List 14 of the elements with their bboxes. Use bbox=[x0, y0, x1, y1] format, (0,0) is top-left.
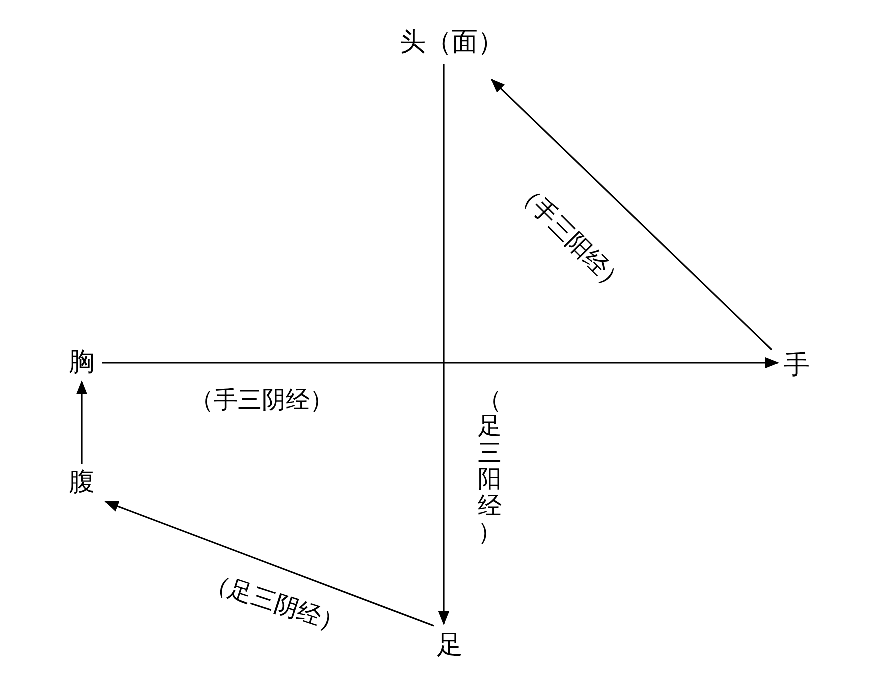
arrow bbox=[102, 357, 780, 369]
node-label: 手 bbox=[784, 349, 810, 381]
arrow bbox=[76, 380, 88, 464]
arrow bbox=[438, 64, 450, 626]
edge-label: （手三阳经） bbox=[510, 178, 630, 298]
edge-label: （足三阴经） bbox=[202, 569, 348, 639]
arrow bbox=[104, 501, 434, 627]
node-label: 头（面） bbox=[400, 26, 504, 58]
node-label: 足 bbox=[437, 629, 463, 661]
node-label: 腹 bbox=[69, 466, 95, 498]
arrow bbox=[491, 79, 773, 351]
node-label: 胸 bbox=[69, 346, 95, 378]
edge-label: （足三阳经） bbox=[478, 388, 502, 546]
edge-label: （手三阴经） bbox=[190, 388, 334, 414]
